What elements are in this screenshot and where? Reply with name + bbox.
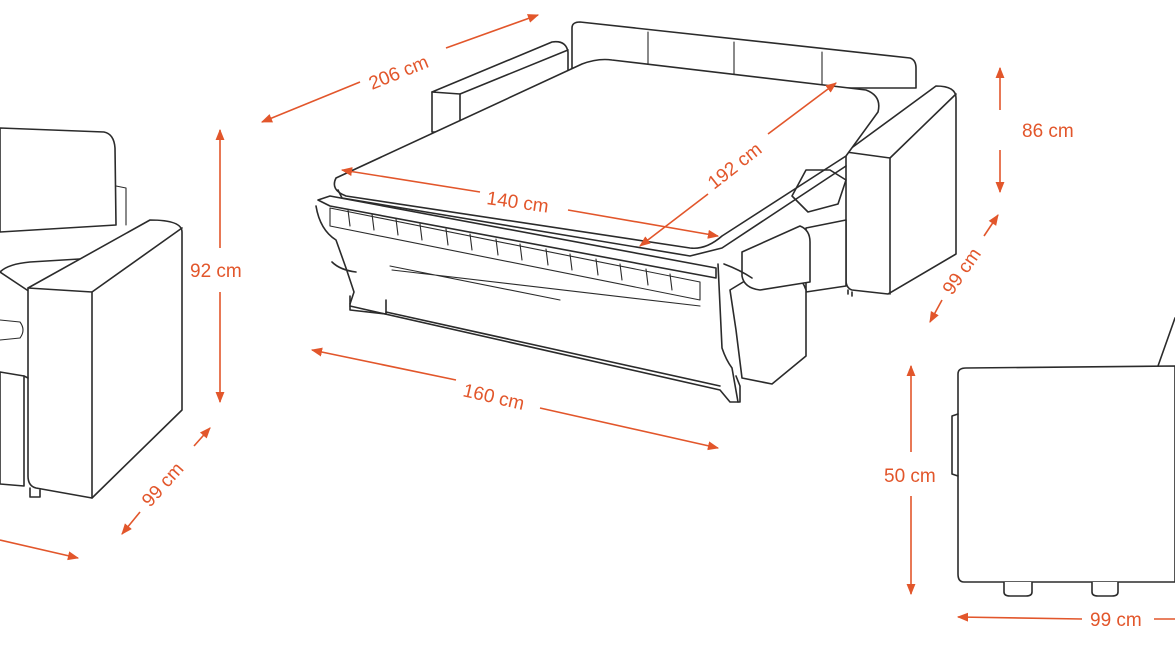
label-206: 206 cm bbox=[366, 52, 432, 95]
dim-line-192 bbox=[639, 193, 709, 247]
dim-line-99-left bbox=[121, 511, 141, 535]
dim-line-140 bbox=[340, 167, 481, 193]
left-sofa-drawing bbox=[0, 127, 183, 499]
label-92: 92 cm bbox=[190, 261, 242, 282]
label-160: 160 cm bbox=[461, 380, 526, 414]
label-99-left: 99 cm bbox=[138, 459, 188, 512]
label-99-bottom: 99 cm bbox=[1090, 610, 1142, 631]
right-side-view-drawing bbox=[951, 317, 1175, 597]
dim-line-206 bbox=[260, 81, 361, 123]
center-sofa-bed-drawing bbox=[315, 21, 957, 403]
label-86: 86 cm bbox=[1022, 121, 1074, 142]
dim-line-99-bottom bbox=[956, 612, 1083, 622]
dim-line-160 bbox=[310, 347, 457, 381]
dim-line-99-right bbox=[929, 299, 943, 323]
label-50: 50 cm bbox=[884, 466, 936, 487]
dimension-lines bbox=[0, 14, 1175, 622]
